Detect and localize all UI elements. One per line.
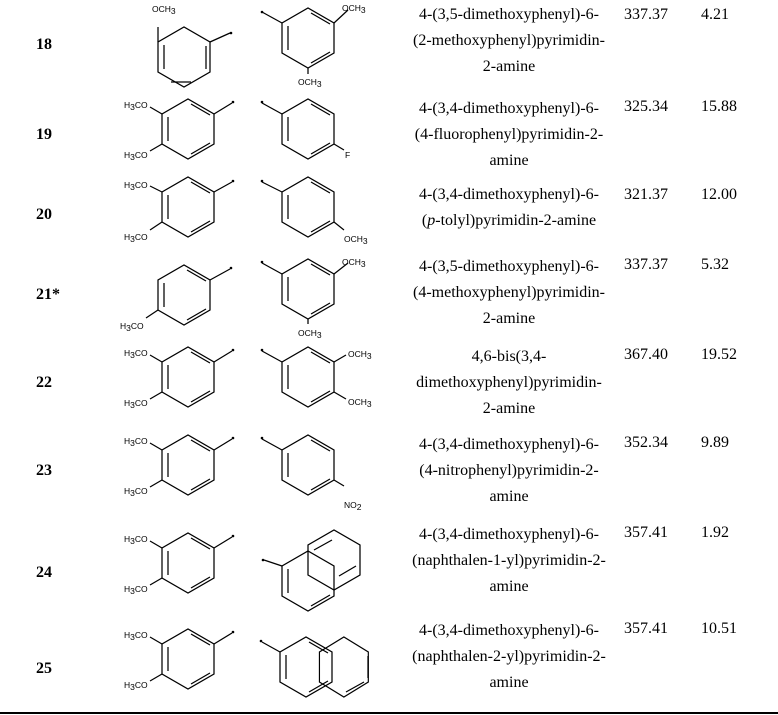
molecular-weight: 367.40 (624, 346, 668, 363)
structure-ring-a: H3CO H3CO (124, 434, 235, 498)
table-row: 20 H3CO H3CO OCH3 4-(3,4-dimethoxyphenyl… (0, 176, 778, 250)
molecular-weight: 352.34 (624, 434, 668, 451)
svg-text:OCH3: OCH3 (348, 349, 372, 361)
compound-id: 22 (36, 374, 52, 391)
table-row: 22 H3CO H3CO OCH3 OCH3 4,6-bis(3,4-dimet… (0, 340, 778, 428)
table-row: 23 H3CO H3CO NO2 4-(3,4-dimethoxyphenyl)… (0, 428, 778, 518)
compound-id: 20 (36, 206, 52, 223)
svg-text:H3CO: H3CO (124, 630, 148, 642)
svg-text:H3CO: H3CO (124, 150, 148, 162)
svg-text:OCH3: OCH3 (298, 77, 322, 89)
compound-name: 4-(3,4-dimethoxyphenyl)-6-(naphthalen-2-… (412, 622, 606, 691)
compound-name: 4,6-bis(3,4-dimethoxyphenyl)pyrimidin-2-… (416, 348, 602, 417)
molecular-weight: 337.37 (624, 256, 668, 273)
structure-ring-b: NO2 (260, 434, 362, 512)
compound-id: 25 (36, 660, 52, 677)
compound-id: 24 (36, 564, 52, 581)
structure-ring-b: OCH3 OCH3 (260, 3, 366, 89)
compound-id: 19 (36, 126, 52, 143)
svg-text:OCH3: OCH3 (342, 257, 366, 269)
compound-name: 4-(3,4-dimethoxyphenyl)-6-(4-fluoropheny… (414, 100, 604, 169)
ic50-value: 5.32 (701, 256, 729, 273)
structure-ring-b: OCH3 (260, 176, 368, 246)
molecular-weight: 321.37 (624, 186, 668, 203)
structure-ring-a: H3CO H3CO (124, 98, 235, 162)
svg-text:NO2: NO2 (344, 500, 362, 512)
ic50-value: 19.52 (701, 346, 737, 363)
svg-text:H3CO: H3CO (124, 398, 148, 410)
table-row: 19 H3CO H3CO F 4-(3,4-dimethoxyphenyl)-6… (0, 92, 778, 180)
structure-ring-a: H3CO H3CO (124, 628, 235, 692)
ic50-value: 10.51 (701, 620, 737, 637)
table-row: 21* H3CO OCH3 OCH3 4-(3,5-dimethoxypheny… (0, 250, 778, 340)
structure-ring-a: OCH3 (152, 4, 233, 88)
table-row: 18 OCH3 OCH3 OCH3 4-(3,5-dimethoxyphenyl… (0, 0, 778, 92)
compound-name: 4-(3,5-dimethoxyphenyl)-6-(2-methoxyphen… (413, 6, 605, 75)
svg-text:F: F (345, 150, 350, 160)
svg-text:H3CO: H3CO (124, 232, 148, 244)
table-row: 25 H3CO H3CO 4-(3,4-dimethoxyphenyl)-6-(… (0, 614, 778, 712)
svg-text:H3CO: H3CO (124, 436, 148, 448)
svg-text:H3CO: H3CO (124, 100, 148, 112)
ic50-value: 12.00 (701, 186, 737, 203)
structure-ring-b: OCH3 OCH3 (260, 257, 366, 340)
ic50-value: 4.21 (701, 6, 729, 23)
structure-ring-b (261, 529, 361, 612)
molecular-weight: 337.37 (624, 6, 668, 23)
structure-ring-a: H3CO H3CO (124, 176, 235, 244)
svg-text:H3CO: H3CO (120, 321, 144, 333)
svg-text:H3CO: H3CO (124, 180, 148, 192)
structure-ring-b: F (260, 98, 350, 160)
molecular-weight: 357.41 (624, 524, 668, 541)
structure-ring-b (259, 636, 369, 698)
table-bottom-rule (0, 712, 778, 714)
svg-text:H3CO: H3CO (124, 680, 148, 692)
compound-name: 4-(3,4-dimethoxyphenyl)-6-(4-nitrophenyl… (419, 436, 599, 505)
compound-id: 23 (36, 462, 52, 479)
svg-text:OCH3: OCH3 (342, 3, 366, 15)
ic50-value: 1.92 (701, 524, 729, 541)
svg-text:H3CO: H3CO (124, 348, 148, 360)
compound-name: 4-(3,4-dimethoxyphenyl)-6-(naphthalen-1-… (412, 526, 606, 595)
molecular-weight: 357.41 (624, 620, 668, 637)
svg-text:OCH3: OCH3 (348, 397, 372, 409)
svg-text:OCH3: OCH3 (298, 328, 322, 340)
compound-id: 18 (36, 36, 52, 53)
structure-ring-a: H3CO H3CO (124, 346, 235, 410)
structure-ring-a: H3CO H3CO (124, 532, 235, 596)
svg-text:H3CO: H3CO (124, 486, 148, 498)
svg-text:H3CO: H3CO (124, 584, 148, 596)
structure-ring-a: H3CO (120, 264, 233, 333)
structure-ring-b: OCH3 OCH3 (260, 346, 372, 409)
compound-name: 4-(3,5-dimethoxyphenyl)-6-(4-methoxyphen… (413, 258, 605, 327)
ic50-value: 9.89 (701, 434, 729, 451)
molecular-weight: 325.34 (624, 98, 668, 115)
table-row: 24 H3CO H3CO 4-(3,4-dimethoxyphenyl)-6-(… (0, 518, 778, 614)
svg-text:OCH3: OCH3 (152, 4, 176, 16)
svg-text:H3CO: H3CO (124, 534, 148, 546)
svg-text:OCH3: OCH3 (344, 234, 368, 246)
compound-name: 4-(3,4-dimethoxyphenyl)-6-(p-tolyl)pyrim… (419, 186, 599, 229)
ic50-value: 15.88 (701, 98, 737, 115)
compound-id: 21* (36, 286, 60, 303)
